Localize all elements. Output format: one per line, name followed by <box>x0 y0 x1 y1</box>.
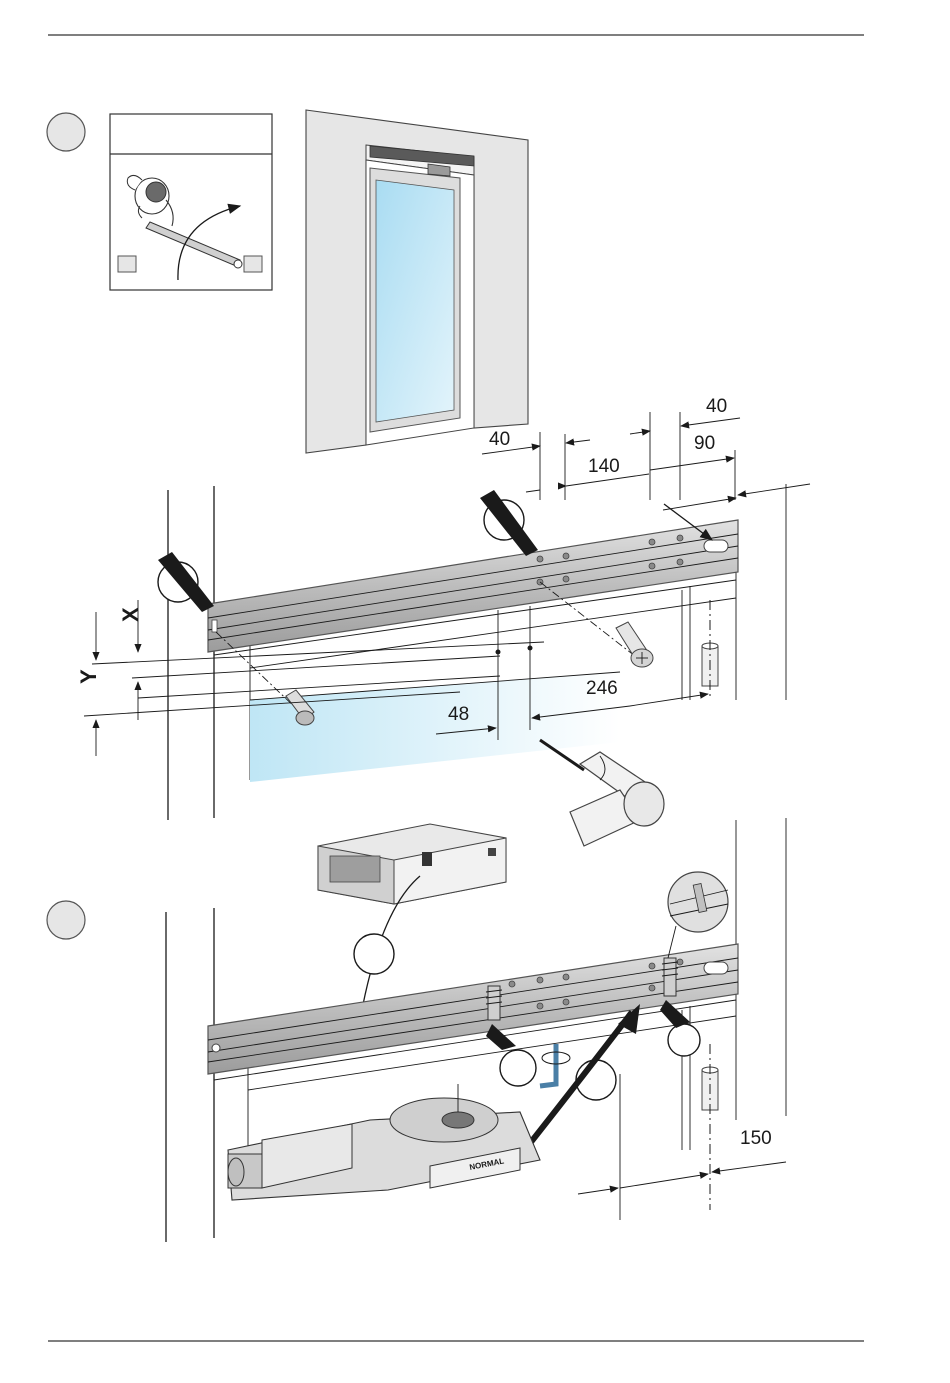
dim-y: Y <box>76 669 101 684</box>
door-perspective <box>306 110 528 453</box>
step-marker-1 <box>47 113 85 151</box>
mounting-rail-lower <box>208 944 738 1074</box>
operator-unit-icon: NORMAL <box>228 1084 540 1200</box>
hinge-pin-icon-upper <box>702 600 718 700</box>
control-unit-icon <box>318 824 506 904</box>
dim-90: 90 <box>694 433 715 454</box>
dim-48: 48 <box>448 704 469 725</box>
detail-magnifier <box>668 872 728 958</box>
dim-140: 140 <box>588 456 620 477</box>
top-dimensions: 40 40 140 90 <box>482 396 810 510</box>
drill-icon <box>540 740 664 846</box>
callout-left <box>158 552 214 612</box>
dim-150: 150 <box>740 1128 772 1149</box>
callout-lower-b <box>486 1024 536 1086</box>
mounting-rail-upper <box>208 520 738 652</box>
top-view-inset <box>110 114 272 290</box>
hex-key-icon <box>540 1044 570 1086</box>
dim-246: 246 <box>586 678 618 699</box>
dim-40-right: 40 <box>706 396 727 417</box>
clamp-icon-left <box>486 986 502 1020</box>
callout-lower-a <box>354 934 394 974</box>
clamp-icon-right <box>662 958 678 996</box>
dim-x: X <box>118 607 143 622</box>
dim-40-left: 40 <box>489 429 510 450</box>
step-marker-2 <box>47 901 85 939</box>
hinge-pin-icon-lower <box>702 1044 718 1210</box>
callout-right <box>480 490 538 556</box>
